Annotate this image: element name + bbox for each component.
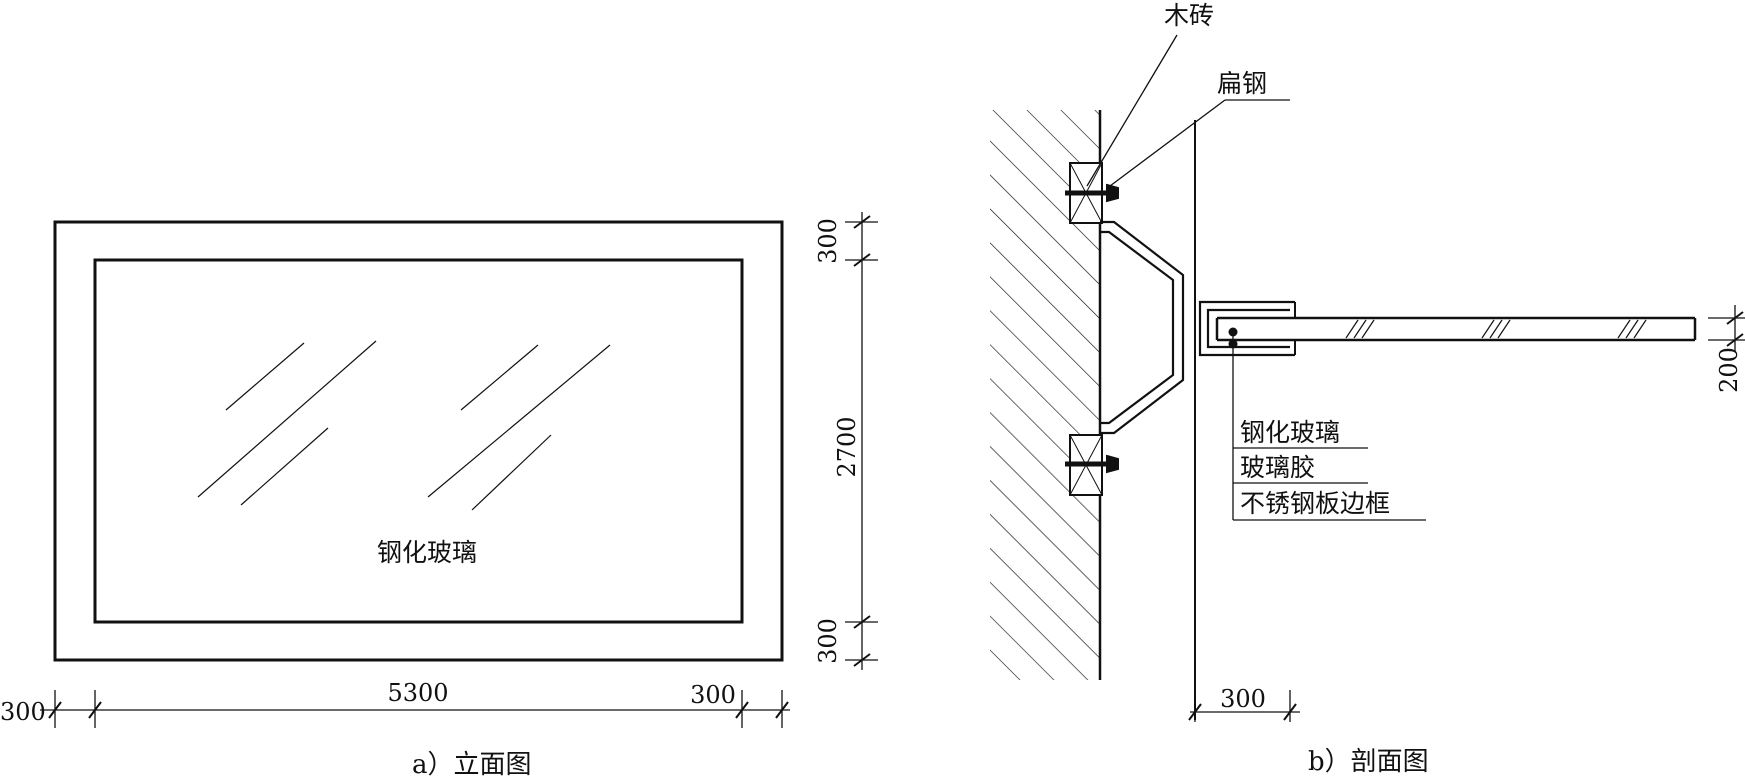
dim-projection: 300 (1220, 685, 1266, 713)
section-thickness-dimension (1708, 305, 1745, 352)
section-projection-dimension (1188, 690, 1300, 722)
dim-width: 5300 (387, 679, 448, 707)
glass-panel-section (1215, 316, 1697, 342)
label-tempered-glass: 钢化玻璃 (1240, 418, 1340, 447)
label-wood-block: 木砖 (1164, 1, 1214, 30)
dim-thickness: 200 (1715, 347, 1743, 393)
dim-left-margin: 300 (0, 698, 46, 726)
section-caption: b）剖面图 (1308, 747, 1429, 777)
leader-lines (1086, 34, 1426, 521)
elevation-width-dimension (40, 690, 790, 728)
section-view (990, 34, 1745, 722)
dim-height: 2700 (833, 416, 861, 477)
dim-top-margin: 300 (814, 218, 842, 264)
elevation-glass-label: 钢化玻璃 (377, 538, 477, 567)
stainless-steel-frame (1198, 300, 1295, 357)
elevation-height-dimension (845, 212, 878, 670)
outer-frame (53, 220, 784, 662)
label-glass-glue: 玻璃胶 (1240, 453, 1315, 482)
elevation-view (40, 212, 878, 728)
glass-panel (93, 258, 744, 624)
dim-bottom-margin: 300 (814, 618, 842, 664)
elevation-caption: a）立面图 (412, 750, 532, 780)
label-steel-frame: 不锈钢板边框 (1240, 489, 1390, 518)
wood-block-bottom (1065, 434, 1119, 496)
dim-right-margin: 300 (690, 681, 736, 709)
flat-steel-bracket (1100, 220, 1185, 435)
glass-reflection-lines (197, 340, 611, 511)
glass-hatch-marks (1345, 319, 1647, 339)
label-flat-steel: 扁钢 (1217, 69, 1267, 98)
wood-block-top (1065, 162, 1119, 224)
